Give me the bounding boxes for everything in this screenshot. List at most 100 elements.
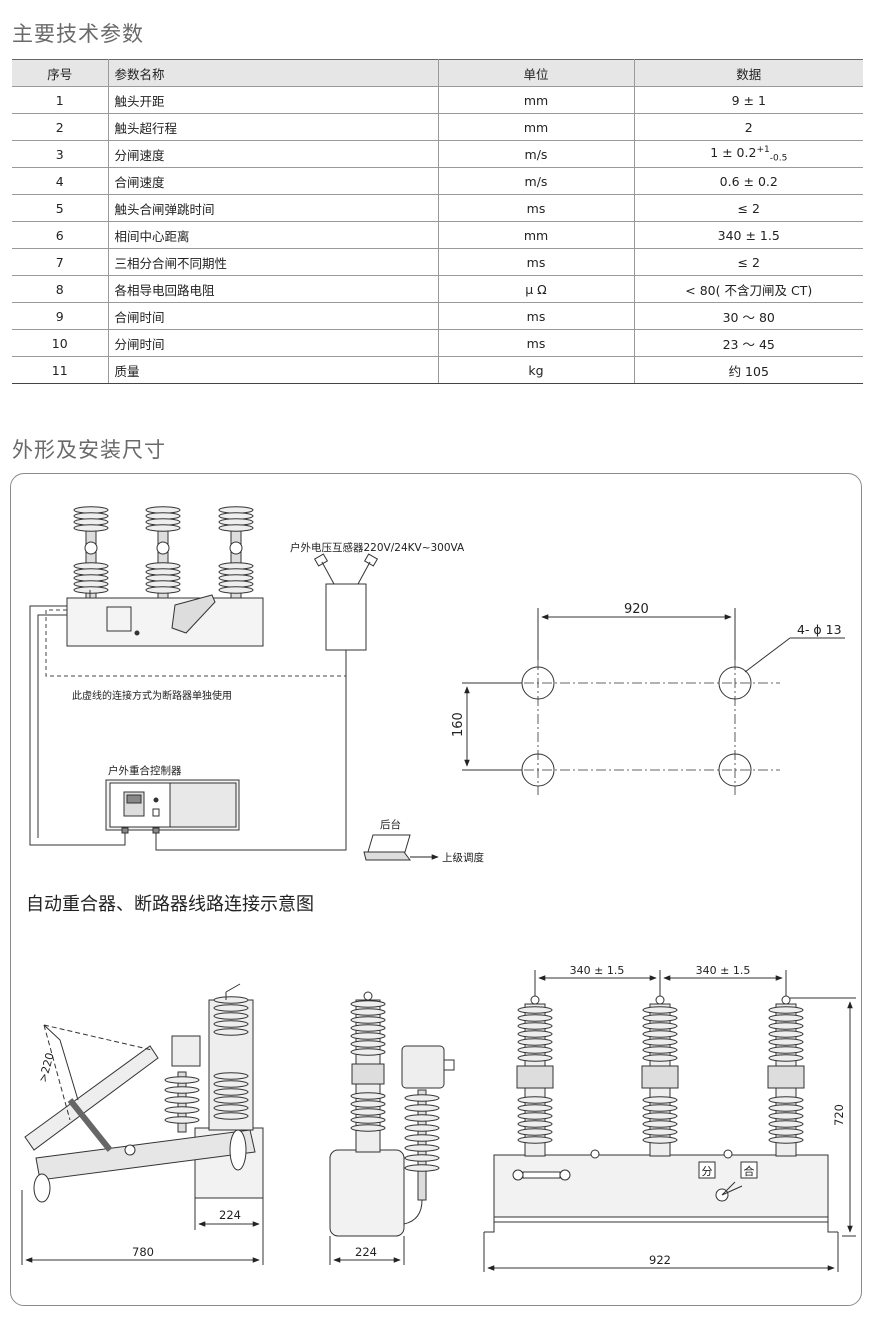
cell-unit: ms xyxy=(438,302,635,330)
side-length: 780 xyxy=(132,1245,154,1259)
backend-label: 后台 xyxy=(380,818,401,831)
cell-no: 9 xyxy=(12,302,109,330)
cell-value: ≤ 2 xyxy=(634,248,863,276)
cell-name: 三相分合闸不同期性 xyxy=(108,248,439,276)
cell-value: 23 ～ 45 xyxy=(634,329,863,357)
header-name: 参数名称 xyxy=(108,59,439,87)
cell-name: 触头超行程 xyxy=(108,113,439,141)
cell-unit: mm xyxy=(438,113,635,141)
hole-label: 4- ϕ 13 xyxy=(797,622,842,637)
cell-name: 质量 xyxy=(108,356,439,384)
cell-name: 各相导电回路电阻 xyxy=(108,275,439,303)
pole-1 xyxy=(73,506,109,599)
side-angle: >220 xyxy=(36,1051,56,1084)
front-pole-1 xyxy=(516,995,554,1157)
controller-box xyxy=(105,779,240,834)
cell-no: 2 xyxy=(12,113,109,141)
front-pitch-1: 340 ± 1.5 xyxy=(570,964,625,977)
front-pitch-2: 340 ± 1.5 xyxy=(696,964,751,977)
header-unit: 单位 xyxy=(438,59,635,87)
front-view xyxy=(483,970,856,1272)
hole-spacing-x: 920 xyxy=(624,602,649,617)
value-upper-tolerance: +1 xyxy=(756,144,770,155)
cell-value: 30 ～ 80 xyxy=(634,302,863,330)
cell-name: 触头合闸弹跳时间 xyxy=(108,194,439,222)
front-pole-2 xyxy=(641,995,679,1157)
cell-unit: ms xyxy=(438,248,635,276)
cell-unit: m/s xyxy=(438,140,635,168)
front-pole-3 xyxy=(767,995,805,1157)
cell-no: 11 xyxy=(12,356,109,384)
value-lower-tolerance: -0.5 xyxy=(769,153,788,164)
table-header-row: 序号 参数名称 单位 数据 xyxy=(12,59,863,87)
cell-no: 8 xyxy=(12,275,109,303)
front-height: 720 xyxy=(832,1104,846,1126)
cell-name: 分闸时间 xyxy=(108,329,439,357)
cell-name: 分闸速度 xyxy=(108,140,439,168)
end-depth: 224 xyxy=(355,1245,377,1259)
drawing-panel xyxy=(10,473,862,1306)
front-width: 922 xyxy=(649,1253,671,1267)
section-title-dimensions: 外形及安装尺寸 xyxy=(12,438,166,462)
cell-unit: m/s xyxy=(438,167,635,195)
section-title-params: 主要技术参数 xyxy=(12,22,144,46)
cell-value: 1 ± 0.2+1-0.5 xyxy=(634,140,863,168)
close-mark: 合 xyxy=(744,1164,755,1178)
end-view xyxy=(329,991,455,1265)
diagram-caption: 自动重合器、断路器线路连接示意图 xyxy=(26,894,314,915)
voltage-transformer xyxy=(313,553,379,651)
cell-name: 相间中心距离 xyxy=(108,221,439,249)
cell-name: 触头开距 xyxy=(108,86,439,114)
cell-no: 10 xyxy=(12,329,109,357)
dashed-note: 此虚线的连接方式为断路器单独使用 xyxy=(72,689,232,702)
pole-2 xyxy=(145,506,181,599)
cell-value: < 80( 不含刀闸及 CT) xyxy=(634,275,863,303)
wiring xyxy=(29,590,347,851)
cell-value: 0.6 ± 0.2 xyxy=(634,167,863,195)
cell-name: 合闸速度 xyxy=(108,167,439,195)
cell-unit: ms xyxy=(438,329,635,357)
pole-3 xyxy=(218,506,254,599)
open-mark: 分 xyxy=(702,1165,713,1178)
cell-unit: ms xyxy=(438,194,635,222)
cell-value: 约 105 xyxy=(634,356,863,384)
breaker-drawing xyxy=(66,506,264,647)
cell-no: 7 xyxy=(12,248,109,276)
dashed-wiring xyxy=(45,609,346,677)
cell-value: 9 ± 1 xyxy=(634,86,863,114)
header-value: 数据 xyxy=(634,59,863,87)
cell-value: ≤ 2 xyxy=(634,194,863,222)
hole-spacing-y: 160 xyxy=(451,712,466,737)
cell-unit: μ Ω xyxy=(438,275,635,303)
upper-label: 上级调度 xyxy=(442,851,484,864)
cell-no: 3 xyxy=(12,140,109,168)
pt-label: 户外电压互感器220V/24KV~300VA xyxy=(290,541,465,554)
value-base: 1 ± 0.2 xyxy=(710,144,757,160)
side-depth: 224 xyxy=(219,1208,241,1222)
cell-no: 4 xyxy=(12,167,109,195)
header-no: 序号 xyxy=(12,59,109,87)
cell-no: 6 xyxy=(12,221,109,249)
cell-value: 2 xyxy=(634,113,863,141)
cell-name: 合闸时间 xyxy=(108,302,439,330)
cell-no: 1 xyxy=(12,86,109,114)
cell-unit: mm xyxy=(438,86,635,114)
cell-value: 340 ± 1.5 xyxy=(634,221,863,249)
controller-label: 户外重合控制器 xyxy=(108,764,182,777)
cell-unit: mm xyxy=(438,221,635,249)
mounting-hole-diagram xyxy=(462,608,845,795)
laptop-icon xyxy=(363,834,411,861)
